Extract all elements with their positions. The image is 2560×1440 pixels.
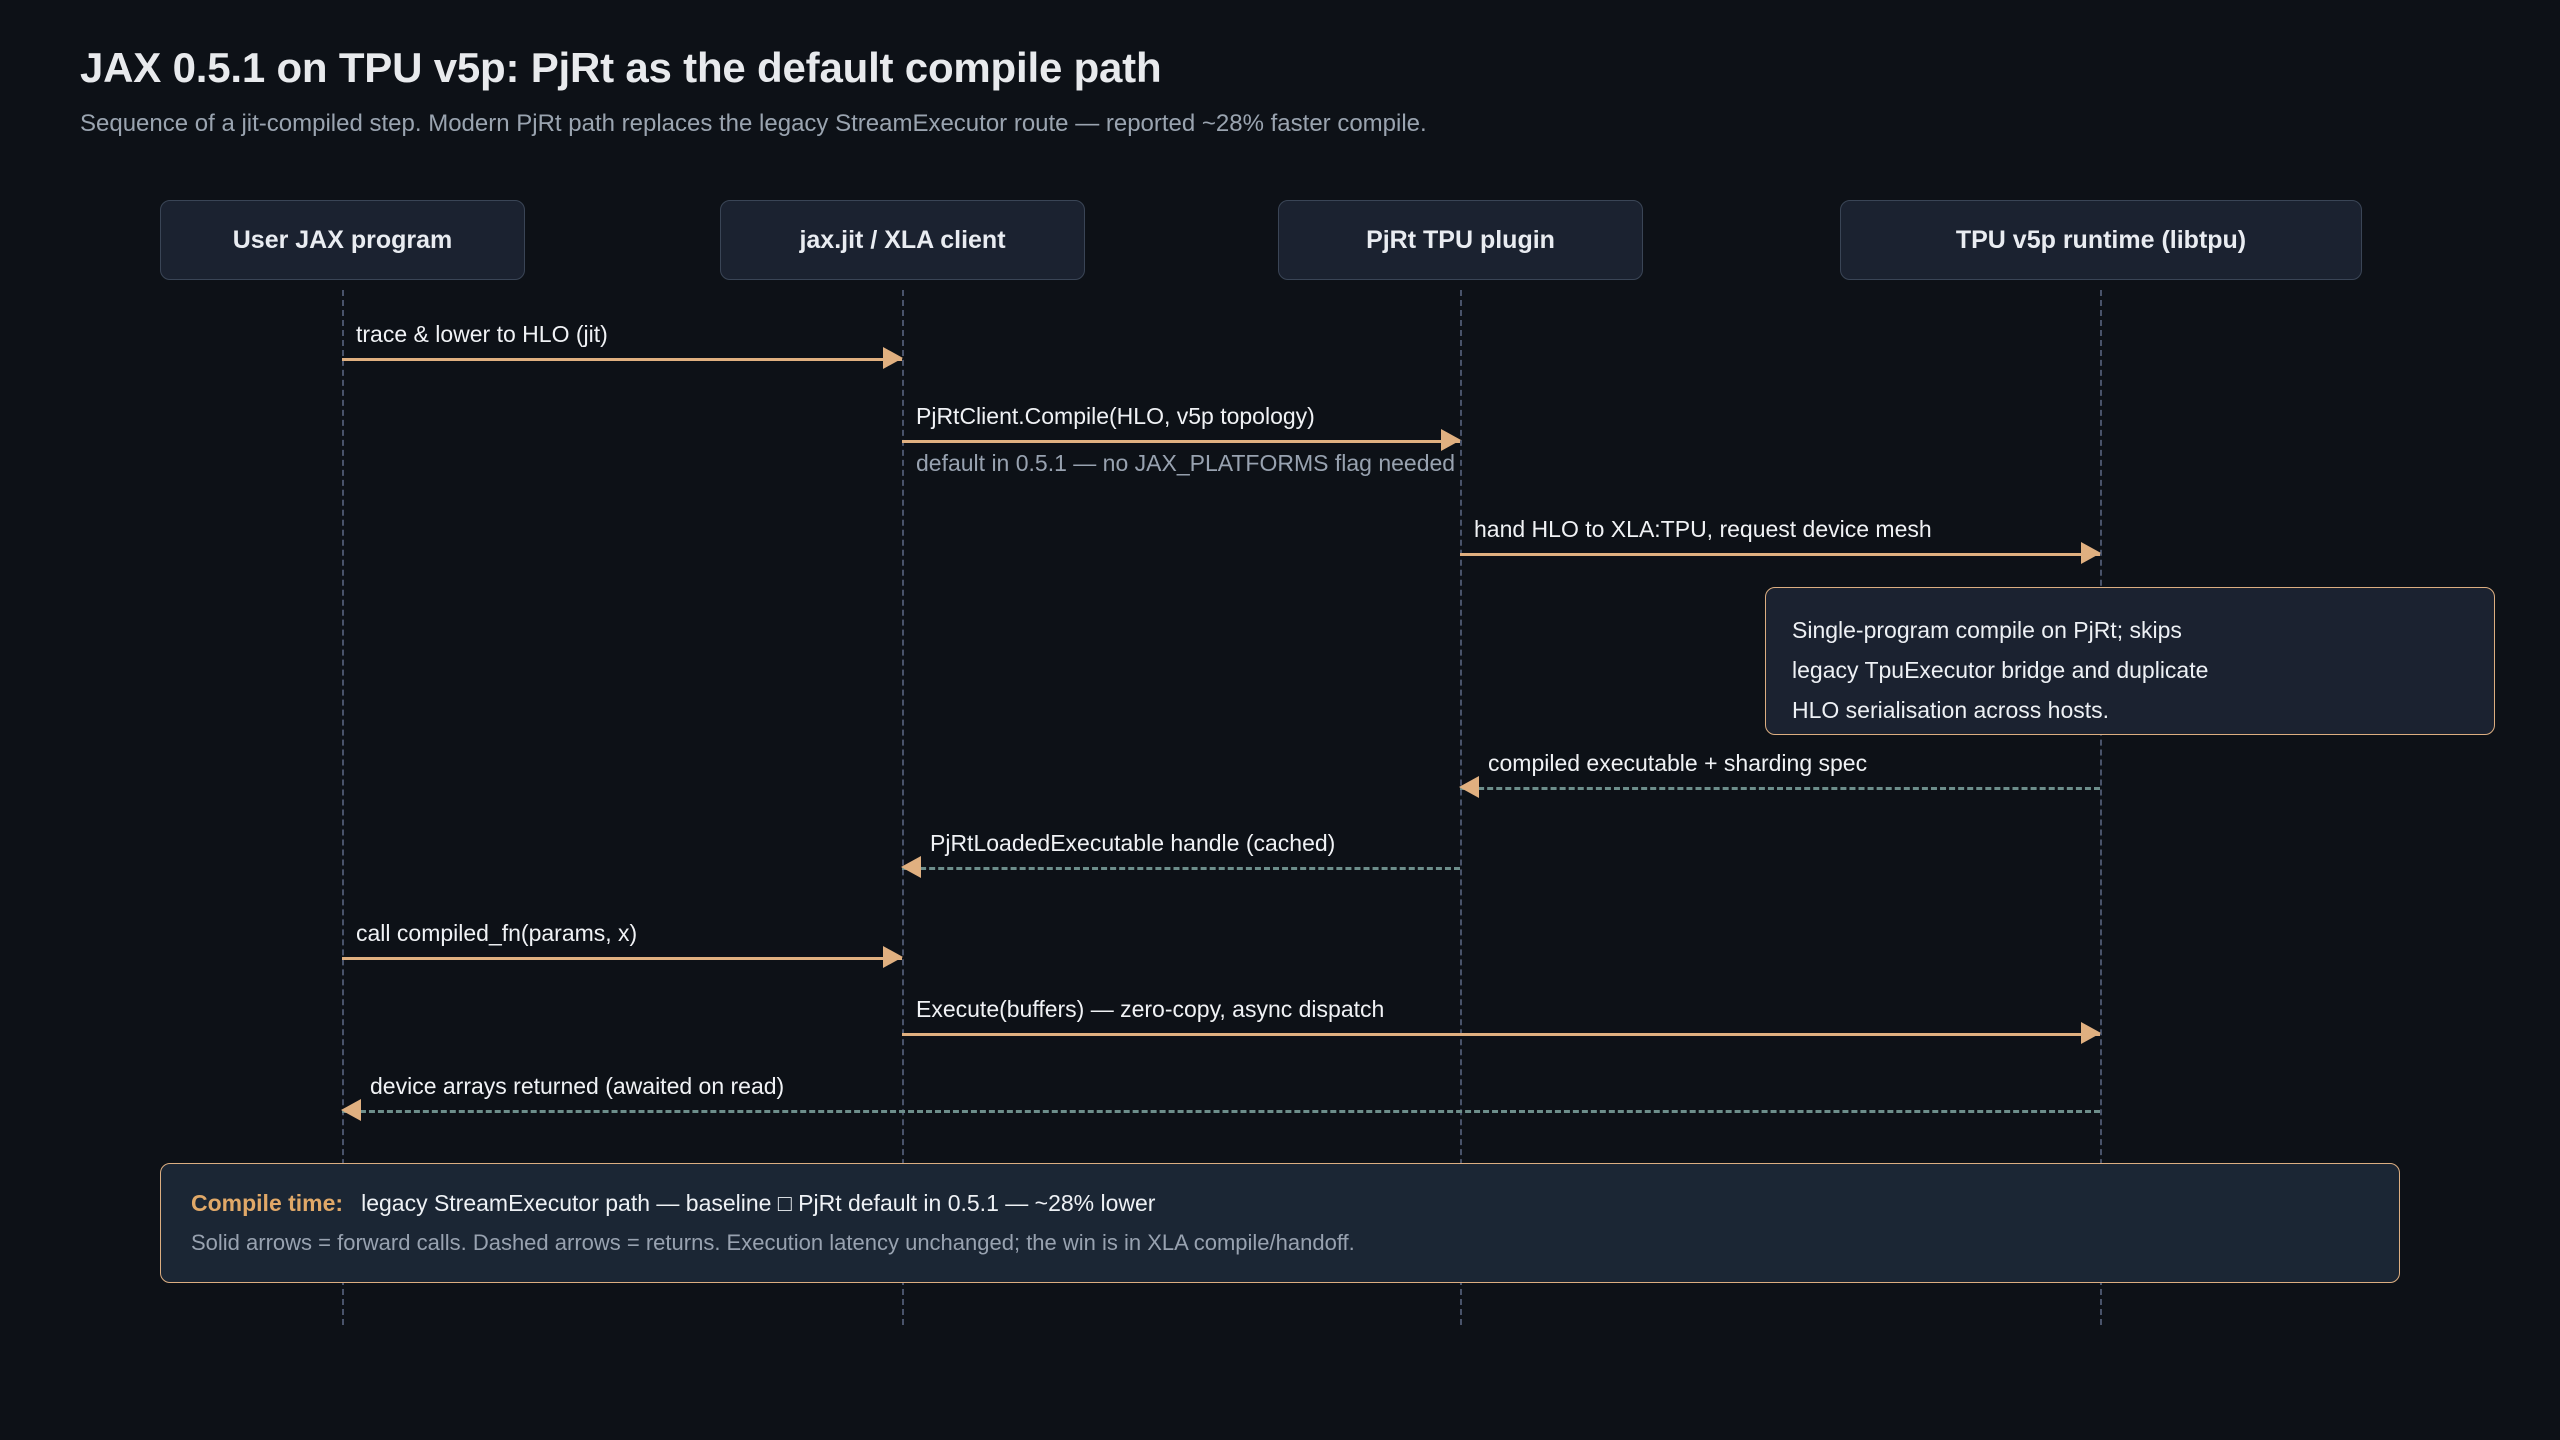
message-line [902, 440, 1460, 443]
note-line: legacy TpuExecutor bridge and duplicate [1792, 657, 2209, 683]
actor-tpu-v5p-runtime[interactable]: TPU v5p runtime (libtpu) [1840, 200, 2362, 280]
footer-legend: Solid arrows = forward calls. Dashed arr… [191, 1230, 1355, 1255]
actor-label: TPU v5p runtime (libtpu) [1955, 225, 2247, 254]
message-line [1460, 787, 2100, 790]
message-line [342, 358, 902, 361]
arrowhead-left-icon [341, 1099, 361, 1121]
message-label: call compiled_fn(params, x) [356, 920, 638, 946]
message-line [902, 1033, 2100, 1036]
arrowhead-left-icon [901, 856, 921, 878]
message-label: compiled executable + sharding spec [1488, 750, 1868, 776]
footer-value-label: legacy StreamExecutor path — baseline □ … [361, 1190, 1156, 1216]
message-line [902, 867, 1460, 870]
lifeline-jit [902, 290, 904, 1325]
actor-user-jax-program[interactable]: User JAX program [160, 200, 525, 280]
actor-jaxjit-xla-client[interactable]: jax.jit / XLA client [720, 200, 1085, 280]
message-label: hand HLO to XLA:TPU, request device mesh [1474, 516, 1932, 542]
arrowhead-right-icon [2081, 1022, 2101, 1044]
message-label: trace & lower to HLO (jit) [356, 321, 608, 347]
message-label: PjRtClient.Compile(HLO, v5p topology) [916, 403, 1315, 429]
lifeline-tpu [2100, 290, 2102, 1325]
message-line [1460, 553, 2100, 556]
message-sublabel: default in 0.5.1 — no JAX_PLATFORMS flag… [916, 450, 1456, 476]
page-subtitle: Sequence of a jit-compiled step. Modern … [80, 110, 1427, 137]
message-line [342, 957, 902, 960]
actor-label: jax.jit / XLA client [799, 225, 1006, 254]
message-label: Execute(buffers) — zero-copy, async disp… [916, 996, 1385, 1022]
message-label: device arrays returned (awaited on read) [370, 1073, 785, 1099]
note-line: HLO serialisation across hosts. [1792, 697, 2110, 723]
arrowhead-right-icon [883, 946, 903, 968]
note-line: Single-program compile on PjRt; skips [1792, 617, 2182, 643]
message-line [342, 1110, 2100, 1113]
lifeline-user [342, 290, 344, 1325]
page-title: JAX 0.5.1 on TPU v5p: PjRt as the defaul… [80, 44, 1162, 91]
message-label: PjRtLoadedExecutable handle (cached) [930, 830, 1336, 856]
footer-key-label: Compile time: [191, 1190, 344, 1216]
footer-summary-box: Compile time: legacy StreamExecutor path … [160, 1163, 2400, 1283]
arrowhead-right-icon [1441, 429, 1461, 451]
note-pjrt-single-program-compile: Single-program compile on PjRt; skips le… [1765, 587, 2495, 735]
arrowhead-right-icon [2081, 542, 2101, 564]
footer-compile-time-row: Compile time: legacy StreamExecutor path … [191, 1186, 2369, 1220]
lifeline-pjrt [1460, 290, 1462, 1325]
actor-label: User JAX program [232, 225, 453, 254]
actor-label: PjRt TPU plugin [1366, 225, 1555, 254]
arrowhead-right-icon [883, 347, 903, 369]
actor-pjrt-tpu-plugin[interactable]: PjRt TPU plugin [1278, 200, 1643, 280]
arrowhead-left-icon [1459, 776, 1479, 798]
